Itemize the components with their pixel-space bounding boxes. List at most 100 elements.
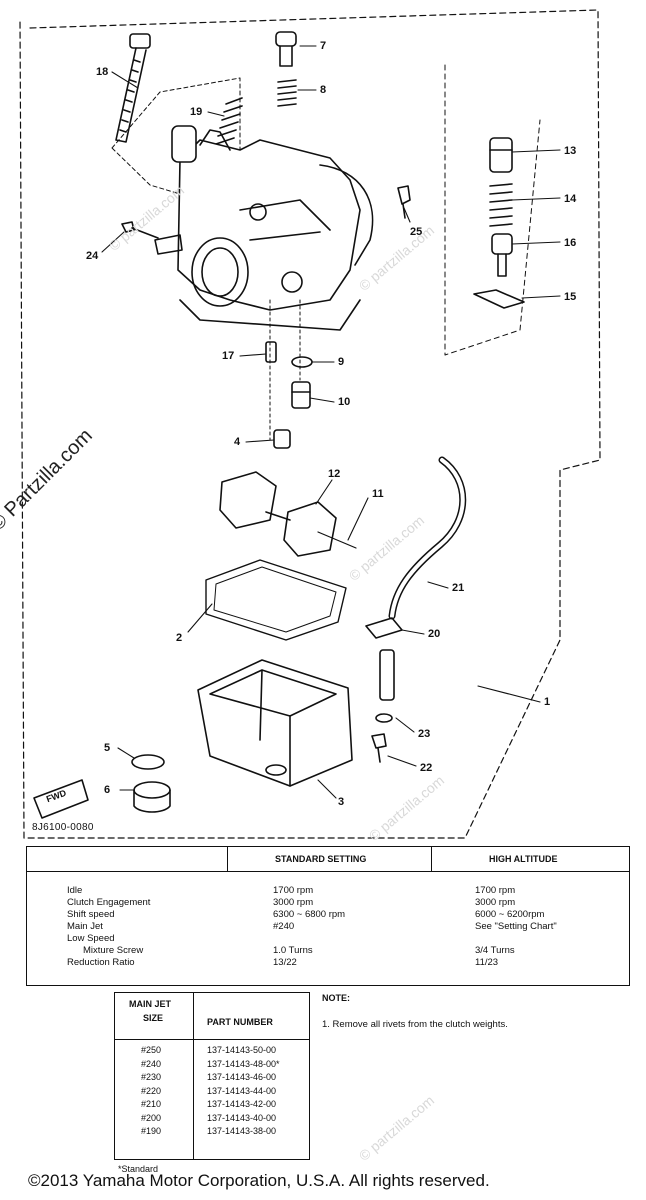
- watermark-5: © partzilla.com: [355, 1092, 438, 1164]
- carburetor-body: [154, 125, 374, 331]
- part-23-stay: [379, 649, 395, 701]
- settings-label: Main Jet: [67, 921, 103, 932]
- part-7-screw: [275, 31, 297, 67]
- part-16-plunger: [491, 233, 513, 277]
- jet-part-number: 137-14143-46-00: [207, 1072, 277, 1082]
- jet-size: #200: [141, 1112, 162, 1123]
- settings-header: [27, 847, 629, 872]
- exploded-carburetor-diagram: [19, 9, 601, 839]
- callout-9: 9: [338, 356, 345, 368]
- settings-standard: 6300 ~ 6800 rpm: [273, 909, 346, 920]
- callout-2: 2: [176, 632, 183, 644]
- part-13-needle-holder: [489, 137, 513, 173]
- settings-row: Main Jet #240 See "Setting Chart": [27, 921, 629, 933]
- part-17-pilot-jet: [265, 341, 277, 363]
- part-25-screw: [397, 185, 411, 219]
- part-24-screw: [121, 221, 159, 239]
- settings-standard: 1.0 Turns: [273, 945, 313, 956]
- callout-5: 5: [104, 742, 111, 754]
- callout-11: 11: [372, 488, 384, 500]
- copyright-notice: ©2013 Yamaha Motor Corporation, U.S.A. A…: [28, 1171, 490, 1190]
- assembly-boundary: [19, 9, 601, 839]
- settings-label: Mixture Screw: [83, 945, 144, 956]
- leader-lines: [101, 45, 561, 799]
- settings-label: Clutch Engagement: [67, 897, 151, 908]
- part-5-o-ring: [131, 754, 165, 770]
- part-18-long-bolt: [115, 33, 151, 143]
- part-4-main-jet: [273, 429, 291, 449]
- jet-part-number: 137-14143-42-00: [207, 1099, 277, 1109]
- part-15-plate: [473, 289, 525, 309]
- callout-24: 24: [86, 250, 99, 262]
- settings-row: Shift speed 6300 ~ 6800 rpm 6000 ~ 6200rpm: [27, 909, 629, 921]
- settings-label: Idle: [67, 885, 83, 896]
- jet-size: #220: [141, 1085, 162, 1096]
- callout-13: 13: [564, 145, 577, 157]
- part-10-needle-jet: [291, 381, 311, 409]
- jet-part-number: 137-14143-38-00: [207, 1126, 277, 1136]
- fwd-arrow: [33, 779, 89, 819]
- col-part-number: PART NUMBER: [207, 1017, 273, 1027]
- settings-high: 1700 rpm: [475, 885, 516, 896]
- settings-label: Reduction Ratio: [67, 957, 135, 968]
- callout-19: 19: [190, 106, 203, 118]
- jet-needle-group-boundary: [444, 64, 541, 356]
- settings-row: Mixture Screw 1.0 Turns 3/4 Turns: [27, 945, 629, 957]
- settings-standard: 13/22: [273, 957, 297, 968]
- jet-part-number: 137-14143-50-00: [207, 1045, 277, 1055]
- standard-footnote: *Standard: [118, 1164, 159, 1174]
- settings-high: 3/4 Turns: [475, 945, 515, 956]
- settings-standard: #240: [273, 921, 295, 932]
- callout-8: 8: [320, 84, 327, 96]
- settings-standard: 3000 rpm: [273, 897, 314, 908]
- part-14-spring: [489, 183, 513, 227]
- settings-label: Shift speed: [67, 909, 115, 920]
- callout-20: 20: [428, 628, 441, 640]
- note-text: 1. Remove all rivets from the clutch wei…: [322, 1019, 508, 1030]
- callout-4: 4: [234, 436, 241, 448]
- jet-size: #190: [141, 1126, 162, 1136]
- main-jet-table: MAIN JET SIZE PART NUMBER #250 137-14143-…: [114, 992, 310, 1160]
- callout-22: 22: [420, 762, 433, 774]
- part-3-float-bowl: [197, 659, 353, 787]
- callout-6: 6: [104, 784, 111, 796]
- callout-25: 25: [410, 226, 423, 238]
- jet-part-number: 137-14143-48-00*: [207, 1058, 280, 1069]
- settings-label: Low Speed: [67, 933, 115, 944]
- col-high-altitude: HIGH ALTITUDE: [489, 854, 558, 864]
- drawing-code: 8J6100-0080: [32, 822, 94, 833]
- part-20-bracket: [365, 617, 403, 639]
- part-8-spring: [277, 79, 297, 107]
- note-title: NOTE:: [322, 993, 350, 1003]
- part-2-gasket: [205, 559, 347, 641]
- callout-23: 23: [418, 728, 431, 740]
- jet-part-number: 137-14143-44-00: [207, 1085, 277, 1096]
- jet-size: #210: [141, 1099, 162, 1109]
- callout-12: 12: [328, 468, 341, 480]
- part-6-drain-plug: [133, 781, 171, 813]
- part-19-spring: [215, 97, 243, 145]
- callout-14: 14: [564, 193, 577, 205]
- callout-10: 10: [338, 396, 351, 408]
- callout-16: 16: [564, 237, 577, 249]
- settings-row: Low Speed: [27, 933, 629, 945]
- part-12-float: [219, 471, 337, 557]
- callout-17: 17: [222, 350, 235, 362]
- callout-1: 1: [544, 696, 551, 708]
- settings-high: 6000 ~ 6200rpm: [475, 909, 545, 920]
- jet-table-header: [115, 993, 309, 1040]
- jet-size: #250: [141, 1045, 162, 1055]
- col-main-jet: MAIN JET: [129, 999, 172, 1009]
- col-size: SIZE: [143, 1013, 164, 1023]
- settings-high: See "Setting Chart": [475, 921, 557, 932]
- settings-standard: 1700 rpm: [273, 885, 314, 896]
- jet-part-number: 137-14143-40-00: [207, 1112, 277, 1123]
- part-22-screw: [371, 733, 387, 763]
- part-9-washer: [291, 356, 313, 368]
- callout-15: 15: [564, 291, 577, 303]
- jet-size: #230: [141, 1072, 162, 1082]
- callout-18: 18: [96, 66, 109, 78]
